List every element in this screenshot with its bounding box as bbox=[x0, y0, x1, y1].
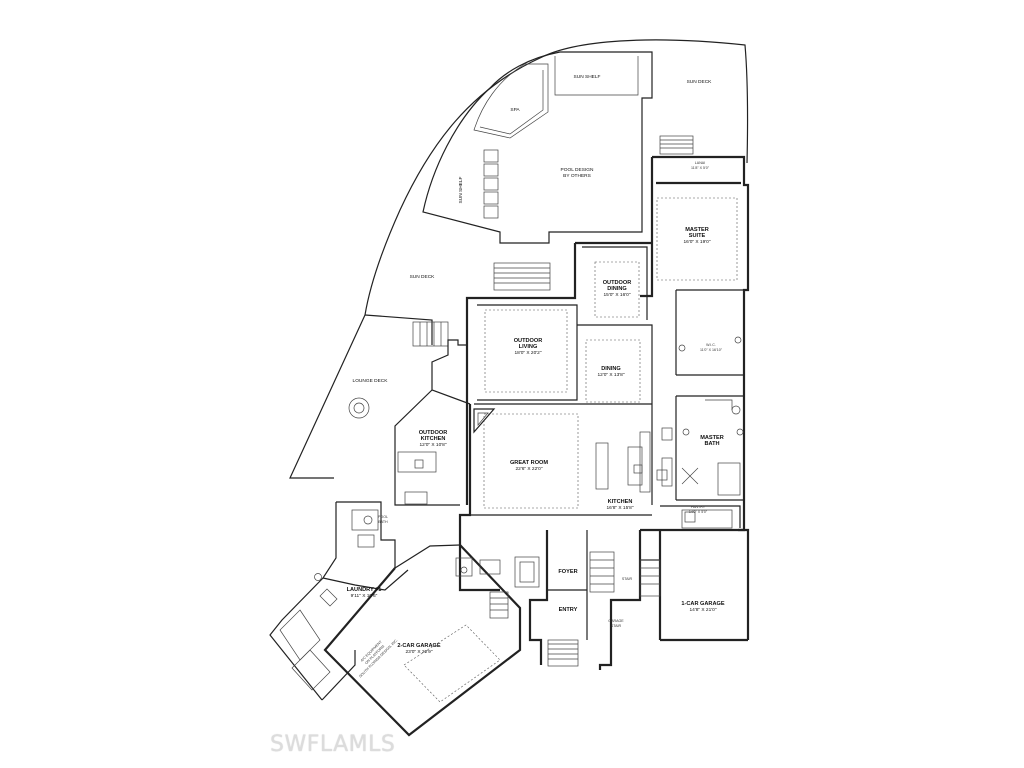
label-pantry: PANTRY bbox=[691, 505, 706, 509]
garage-wing bbox=[269, 501, 540, 737]
label-outdoor-kitchen-1: OUTDOOR bbox=[419, 430, 448, 436]
label-sun-deck-right: SUN DECK bbox=[687, 79, 713, 85]
entry-steps bbox=[489, 591, 579, 667]
sun-deck-outline bbox=[289, 39, 749, 479]
label-2car-garage-dims: 23'0" X 22'9" bbox=[405, 649, 432, 655]
label-outdoor-living-1: OUTDOOR bbox=[514, 338, 543, 344]
label-great-room-dims: 22'6" X 22'0" bbox=[515, 466, 542, 472]
mls-watermark: SWFLAMLS bbox=[270, 732, 396, 757]
label-kitchen: KITCHEN bbox=[608, 499, 633, 505]
label-laundry: LAUNDRY #1 bbox=[347, 587, 382, 593]
label-master-suite-dims: 16'0" X 19'0" bbox=[683, 239, 710, 245]
label-foyer: FOYER bbox=[558, 569, 577, 575]
label-stair: STAIR bbox=[622, 577, 633, 581]
label-sun-deck-left: SUN DECK bbox=[410, 274, 436, 280]
label-2car-garage: 2-CAR GARAGE bbox=[397, 643, 440, 649]
fireplace bbox=[473, 408, 496, 434]
label-sun-shelf-top: SUN SHELF bbox=[574, 74, 601, 80]
label-kitchen-dims: 16'8" X 15'8" bbox=[606, 505, 633, 511]
label-great-room: GREAT ROOM bbox=[510, 460, 548, 466]
label-dining-dims: 12'0" X 13'8" bbox=[597, 372, 624, 378]
label-pool-line1: POOL DESIGN bbox=[561, 167, 594, 173]
label-1car-garage-dims: 14'8" X 21'0" bbox=[689, 607, 716, 613]
label-outdoor-dining-2: DINING bbox=[607, 286, 627, 292]
garage-note: A/C EQUIPMENT ON PLATFORM SOUTH FLORIDA … bbox=[358, 638, 398, 678]
ceiling-outlines bbox=[483, 197, 738, 509]
label-master-bath-1: MASTER bbox=[700, 435, 724, 441]
pool bbox=[348, 51, 653, 419]
label-wic-dims: 11'0" X 16'10" bbox=[700, 348, 723, 352]
label-dining: DINING bbox=[601, 366, 621, 372]
label-master-suite-1: MASTER bbox=[685, 227, 709, 233]
label-sun-shelf-left: SUN SHELF bbox=[458, 176, 464, 203]
interior-walls bbox=[470, 246, 744, 640]
label-spa: SPA bbox=[510, 107, 520, 113]
label-outdoor-kitchen-dims: 12'0" X 10'8" bbox=[419, 442, 446, 448]
label-pool-bath-2: BATH bbox=[378, 520, 388, 524]
label-laundry-dims: 9'11" X 10'6" bbox=[351, 593, 378, 599]
label-garage-stair-2: STAIR bbox=[611, 624, 622, 628]
label-wic: W.I.C. bbox=[706, 343, 716, 347]
label-pool-line2: BY OTHERS bbox=[563, 173, 591, 179]
label-lanai-dims: 11'8" X 5'0" bbox=[691, 166, 710, 170]
label-outdoor-dining-dims: 15'0" X 16'0" bbox=[603, 292, 630, 298]
label-pool-bath-1: POOL bbox=[378, 515, 388, 519]
label-outdoor-kitchen-2: KITCHEN bbox=[421, 436, 446, 442]
label-pantry-dims: 14'0" X 5'0" bbox=[689, 510, 708, 514]
label-master-suite-2: SUITE bbox=[689, 233, 706, 239]
label-garage-stair-1: GARAGE bbox=[608, 619, 624, 623]
label-entry: ENTRY bbox=[559, 607, 578, 613]
main-stair bbox=[589, 551, 661, 597]
label-lounge-deck: LOUNGE DECK bbox=[353, 378, 389, 384]
label-outdoor-living-2: LIVING bbox=[519, 344, 538, 350]
kitchen-fixtures bbox=[595, 427, 673, 493]
label-1car-garage: 1-CAR GARAGE bbox=[681, 601, 724, 607]
lanai-steps bbox=[412, 135, 694, 347]
label-outdoor-dining-1: OUTDOOR bbox=[603, 280, 632, 286]
master-bath-fixtures bbox=[678, 336, 744, 496]
label-lanai: LANAI bbox=[695, 161, 705, 165]
label-master-bath-2: BATH bbox=[704, 441, 719, 447]
outdoor-kitchen-fixtures bbox=[394, 339, 733, 529]
label-outdoor-living-dims: 18'0" X 20'2" bbox=[514, 350, 541, 356]
